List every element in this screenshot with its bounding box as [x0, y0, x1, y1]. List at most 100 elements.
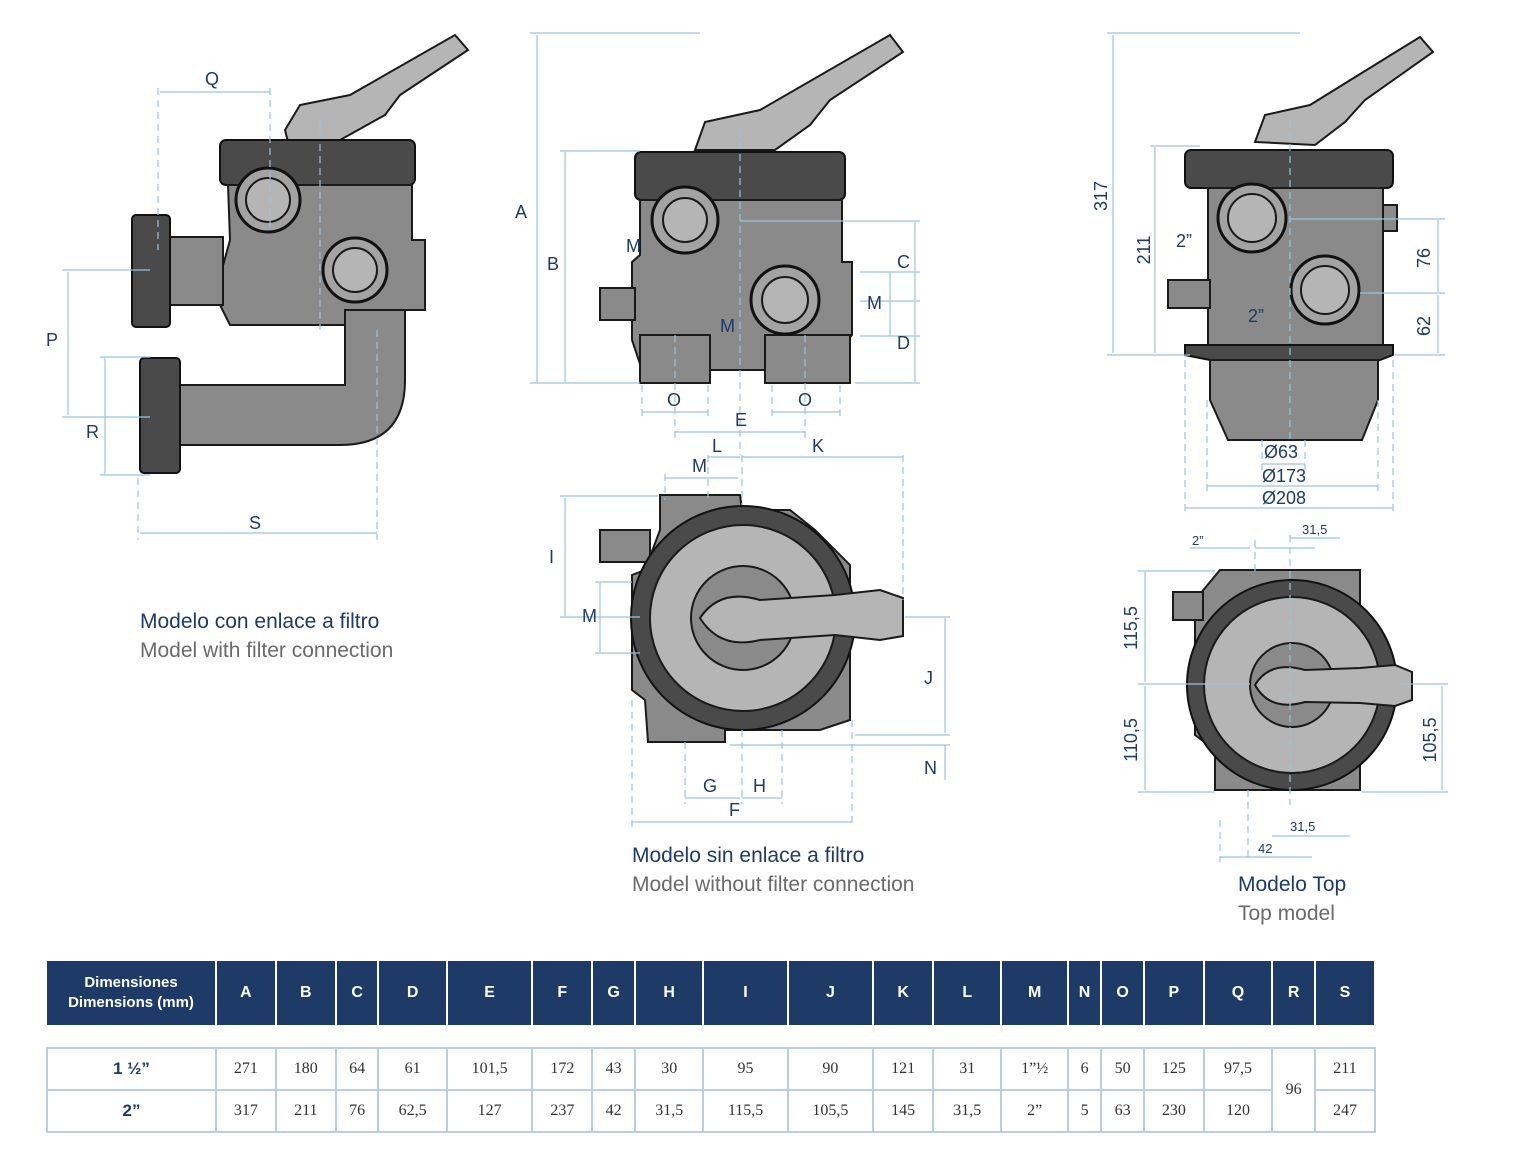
dim-m-label-1: M [626, 236, 641, 256]
caption-filter-es: Modelo con enlace a filtro [140, 610, 380, 633]
cell-j: 90 [786, 1047, 875, 1091]
cell-d: 62,5 [377, 1089, 448, 1133]
caption-top-model: Modelo Top Top model [1238, 870, 1346, 928]
col-c: C [335, 961, 380, 1025]
dim-i-label: I [549, 547, 554, 567]
dim-d-label: D [897, 333, 910, 353]
cell-o: 50 [1100, 1047, 1145, 1091]
cell-p: 125 [1142, 1047, 1205, 1091]
dim-317-label: 317 [1091, 181, 1111, 211]
cell-i: 115,5 [702, 1089, 789, 1133]
col-f: F [532, 961, 594, 1025]
cell-a: 317 [215, 1089, 277, 1133]
cell-g: 43 [591, 1047, 636, 1091]
dim-a-label: A [515, 202, 527, 222]
caption-nofilter-model: Modelo sin enlace a filtro Model without… [632, 841, 915, 899]
dim-42-label: 42 [1258, 841, 1272, 856]
col-s: S [1314, 961, 1377, 1025]
caption-nofilter-es: Modelo sin enlace a filtro [632, 844, 865, 867]
cell-k: 121 [872, 1047, 935, 1091]
caption-top-en: Top model [1238, 902, 1335, 925]
cell-b: 211 [274, 1089, 337, 1133]
dim-2in-label-a: 2” [1176, 231, 1192, 251]
cell-d: 61 [377, 1047, 448, 1091]
cell-b: 180 [274, 1047, 337, 1091]
cell-s: 247 [1313, 1089, 1377, 1133]
top-model-front-drawing: 317 211 2” 76 2” 62 Ø63 Ø173 Ø208 [1091, 32, 1445, 514]
cell-l: 31 [932, 1047, 1003, 1091]
dim-115-5-label: 115,5 [1121, 606, 1141, 650]
dim-m-top-label: M [692, 456, 707, 476]
cell-r-merged: 96 [1271, 1047, 1316, 1133]
dim-s-label: S [249, 513, 261, 533]
dim-r-label: R [86, 422, 99, 442]
dim-g-label: G [703, 776, 717, 796]
cell-q: 97,5 [1202, 1047, 1274, 1091]
cell-h: 31,5 [633, 1089, 705, 1133]
cell-g: 42 [591, 1089, 636, 1133]
col-m: M [1001, 961, 1069, 1025]
cell-f: 237 [531, 1089, 594, 1133]
caption-nofilter-en: Model without filter connection [632, 873, 915, 896]
header-en: Dimensions (mm) [68, 994, 194, 1011]
dim-q-label: Q [205, 69, 219, 89]
col-a: A [216, 961, 277, 1025]
valve-front-view-drawing: A B C M M M D O O E [515, 32, 920, 455]
cell-k: 145 [872, 1089, 935, 1133]
dim-k-label: K [812, 436, 824, 456]
cell-i: 95 [702, 1047, 789, 1091]
dim-phi208-label: Ø208 [1262, 488, 1306, 508]
technical-drawings: Q P R S [46, 32, 1448, 862]
cell-n: 6 [1066, 1047, 1103, 1091]
table-row: 1 ½” 271 180 64 61 101,5 172 43 30 95 90… [46, 1047, 1377, 1133]
col-e: E [446, 961, 534, 1025]
cell-p: 230 [1142, 1089, 1205, 1133]
col-p: P [1143, 961, 1205, 1025]
cell-a: 271 [215, 1047, 277, 1091]
table-row: 2” 317 211 76 62,5 127 237 42 31,5 115,5… [46, 1089, 1377, 1133]
row-label: 1 ½” [46, 1047, 217, 1091]
table-header-row: Dimensiones Dimensions (mm) A B C D E F … [47, 961, 1377, 1025]
dim-105-5-label: 105,5 [1420, 717, 1440, 762]
cell-n: 5 [1066, 1089, 1103, 1133]
dim-m-side-label: M [582, 606, 597, 626]
dim-f-label: F [729, 800, 740, 820]
cell-e: 101,5 [445, 1047, 534, 1091]
col-q: Q [1203, 961, 1274, 1025]
cell-e: 127 [445, 1089, 534, 1133]
col-j: J [787, 961, 875, 1025]
col-i: I [703, 961, 789, 1025]
col-d: D [378, 961, 448, 1025]
cell-s: 211 [1313, 1047, 1377, 1091]
dim-o-label-2: O [798, 390, 812, 410]
dim-c-label: C [897, 252, 910, 272]
cell-c: 64 [334, 1047, 380, 1091]
dim-phi173-label: Ø173 [1262, 466, 1306, 486]
dim-e-label: E [735, 410, 747, 430]
col-l: L [933, 961, 1003, 1025]
cell-f: 172 [531, 1047, 594, 1091]
col-h: H [635, 961, 705, 1025]
cell-h: 30 [633, 1047, 705, 1091]
dim-m-label-2: M [867, 293, 882, 313]
cell-c: 76 [334, 1089, 380, 1133]
dim-62-label: 62 [1414, 316, 1434, 336]
dim-b-label: B [547, 254, 559, 274]
cell-j: 105,5 [786, 1089, 875, 1133]
dimensions-table: Dimensiones Dimensions (mm) A B C D E F … [46, 961, 1377, 1133]
cell-m: 2” [1000, 1089, 1069, 1133]
col-r: R [1272, 961, 1316, 1025]
dim-211-label: 211 [1134, 236, 1154, 265]
col-k: K [873, 961, 935, 1025]
row-label: 2” [46, 1089, 217, 1133]
dim-31-5-bottom-label: 31,5 [1290, 819, 1315, 834]
col-b: B [275, 961, 337, 1025]
col-n: N [1067, 961, 1103, 1025]
col-o: O [1101, 961, 1145, 1025]
cell-q: 120 [1202, 1089, 1274, 1133]
dim-h-label: H [753, 776, 766, 796]
dim-phi63-label: Ø63 [1264, 442, 1298, 462]
table-header-dimensions: Dimensiones Dimensions (mm) [47, 961, 217, 1025]
dim-o-label-1: O [667, 390, 681, 410]
dim-p-label: P [46, 330, 58, 350]
